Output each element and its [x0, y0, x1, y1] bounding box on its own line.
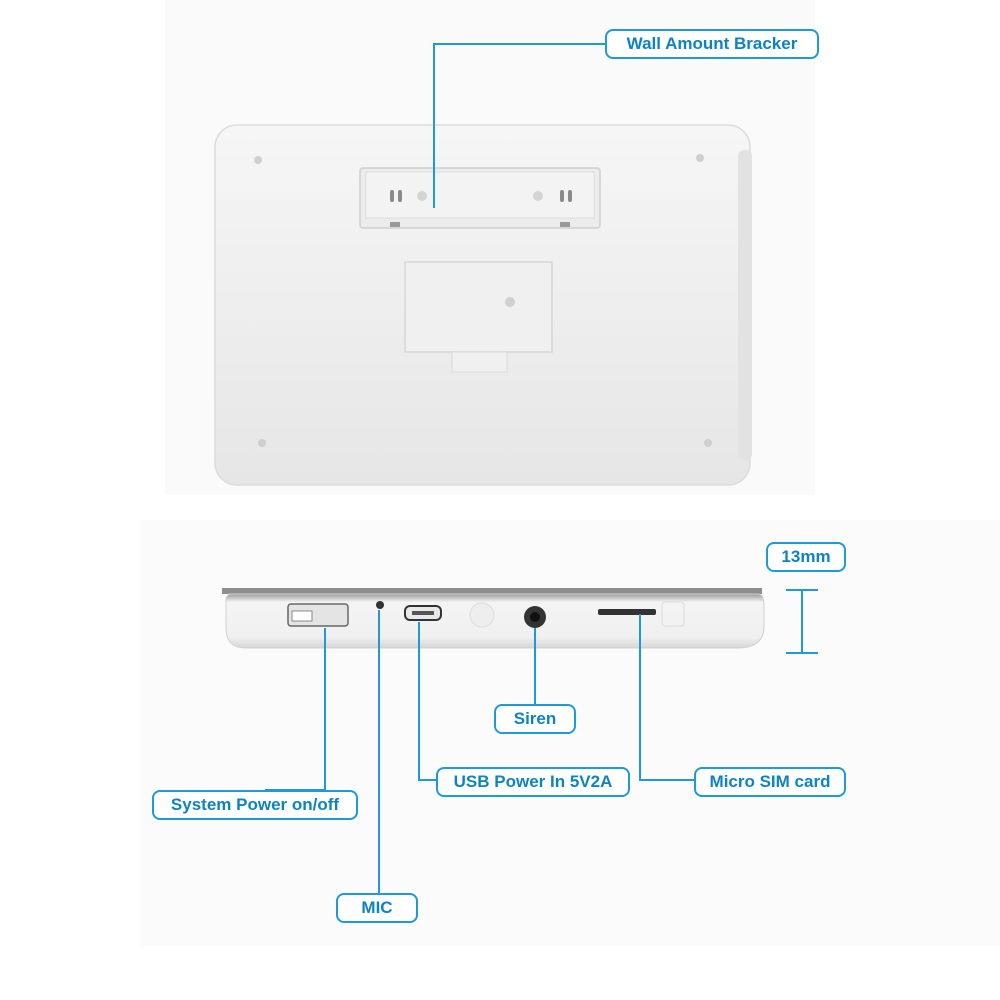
device-side-view: [222, 588, 765, 649]
leader-wall-bracket: [433, 43, 608, 208]
usb-power-label: USB Power In 5V2A: [436, 767, 630, 797]
leader-mic: [345, 610, 380, 909]
wall-bracket-icon: [359, 167, 601, 229]
leader-system-power: [265, 628, 326, 791]
thickness-label: 13mm: [766, 542, 846, 572]
mic-label: MIC: [336, 893, 418, 923]
dimension-marker: [786, 589, 818, 654]
system-power-label: System Power on/off: [152, 790, 358, 820]
leader-micro-sim: [639, 614, 695, 781]
leader-usb-power: [418, 622, 440, 781]
micro-sim-label: Micro SIM card: [694, 767, 846, 797]
siren-label: Siren: [494, 704, 576, 734]
device-back-view: [214, 124, 752, 486]
wall-bracket-label: Wall Amount Bracker: [605, 29, 819, 59]
